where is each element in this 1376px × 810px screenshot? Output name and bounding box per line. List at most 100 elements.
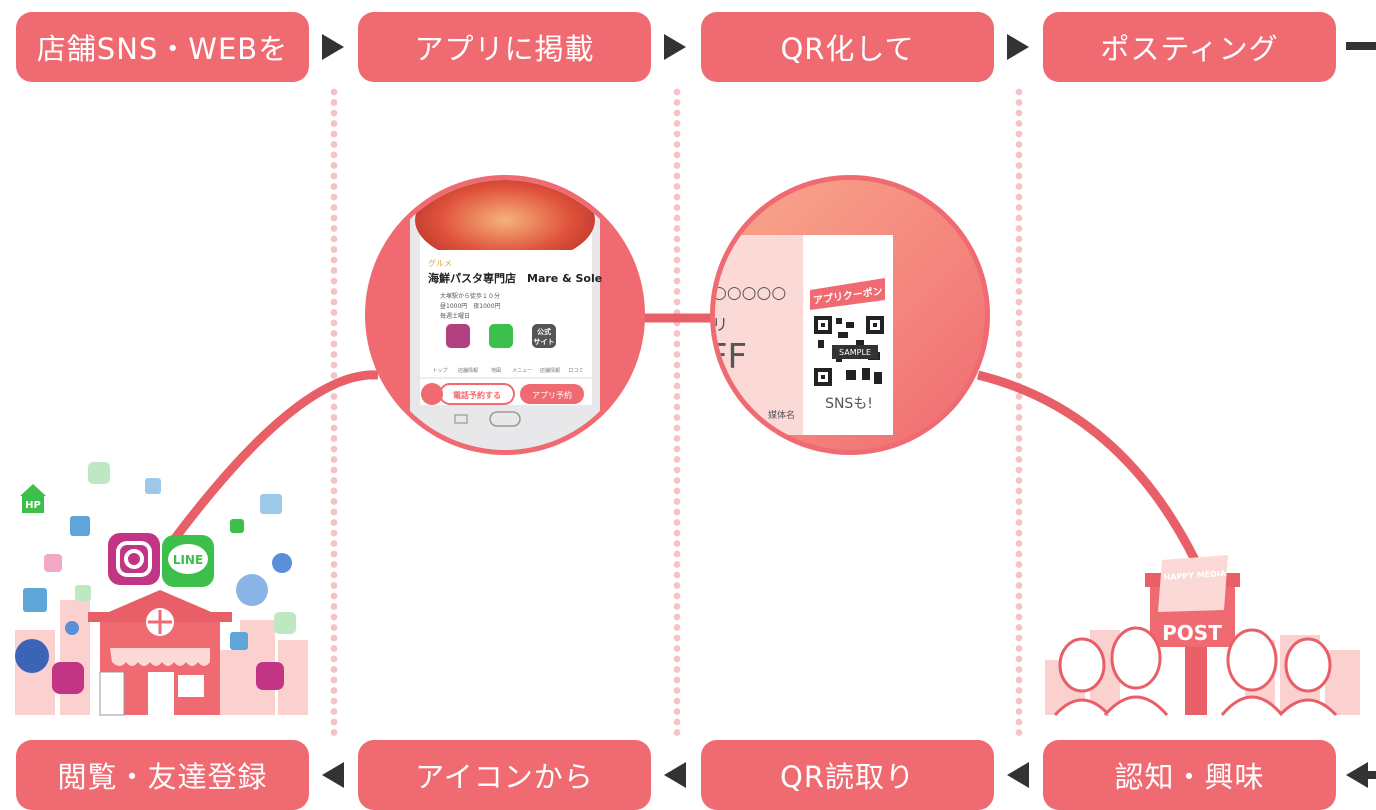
separator-dot xyxy=(1015,372,1023,379)
separator-dot xyxy=(1015,162,1023,169)
separator-dot xyxy=(673,267,681,274)
separator-dot xyxy=(330,330,338,337)
separator-dot xyxy=(330,309,338,316)
official-site-label: サイト xyxy=(534,338,555,346)
separator-dot xyxy=(330,729,338,736)
flyer-media-name: 媒体名 xyxy=(768,409,795,421)
flyer-side-char: リ xyxy=(712,315,728,334)
separator-dot xyxy=(330,246,338,253)
app-shop-name: 海鮮パスタ専門店 Mare & Sole xyxy=(428,271,602,285)
separator-dot xyxy=(673,141,681,148)
separator-dot xyxy=(1015,634,1023,642)
separator-dot xyxy=(1015,550,1023,558)
separator-dot xyxy=(330,256,338,264)
top-step-2: アプリに掲載 xyxy=(358,12,651,82)
separator-dot xyxy=(330,120,338,127)
app-tab: 地図 xyxy=(491,367,501,374)
separator-dot xyxy=(330,204,338,211)
separator-dot xyxy=(330,466,338,474)
separator-dot xyxy=(330,235,338,243)
separator-dot xyxy=(673,351,681,358)
separator-dot xyxy=(1015,729,1023,736)
separator-dot xyxy=(1015,571,1023,579)
separator-dot xyxy=(330,676,338,684)
separator-dot xyxy=(1015,445,1023,453)
app-tab: 口コミ xyxy=(568,368,583,374)
bottom-step-2: アイコンから xyxy=(358,740,651,810)
separator-dot xyxy=(330,298,338,306)
separator-dot xyxy=(1015,666,1023,673)
separator-dot xyxy=(1015,193,1023,201)
separator-dot xyxy=(330,225,338,232)
separator-dot xyxy=(1015,687,1023,694)
separator-dot xyxy=(673,88,681,96)
bottom-step-1: 閲覧・友達登録 xyxy=(16,740,309,810)
arrow-left-icon xyxy=(1007,762,1029,788)
separator-dot xyxy=(330,183,338,190)
step-label: 店舗SNS・WEBを xyxy=(36,32,289,66)
separator-dot xyxy=(1015,718,1023,726)
separator-dot xyxy=(673,361,681,369)
separator-dot xyxy=(1015,351,1023,358)
separator-dot xyxy=(673,603,681,610)
separator-dot xyxy=(1015,309,1023,316)
separator-dot xyxy=(673,592,681,600)
separator-dot xyxy=(1015,361,1023,369)
separator-dot xyxy=(673,519,681,526)
separator-dot xyxy=(1015,676,1023,684)
app-tab: 店舗情報 xyxy=(458,367,478,374)
separator-dot xyxy=(330,519,338,526)
separator-dot xyxy=(330,487,338,495)
separator-dot xyxy=(1015,519,1023,526)
separator-dot xyxy=(673,120,681,127)
arrow-left-icon xyxy=(322,762,344,788)
separator-dot xyxy=(673,645,681,652)
separator-dot xyxy=(673,372,681,379)
separator-dot xyxy=(330,435,338,442)
separator-dot xyxy=(673,151,681,159)
separator-dot xyxy=(673,204,681,211)
continue-line-icon xyxy=(1362,771,1376,779)
separator-dot xyxy=(1015,466,1023,474)
separator-dot xyxy=(1015,592,1023,600)
separator-dot xyxy=(330,151,338,159)
separator-dot xyxy=(330,424,338,432)
top-step-4: ポスティング xyxy=(1043,12,1336,82)
separator-dot xyxy=(1015,151,1023,159)
separator-dot xyxy=(330,666,338,673)
app-reserve-button[interactable]: アプリ予約 xyxy=(532,390,572,400)
separator-dot xyxy=(673,634,681,642)
app-info-line: 毎週土曜日 xyxy=(440,312,470,320)
separator-dot xyxy=(673,172,681,180)
hp-icon-text: HP xyxy=(25,500,41,511)
separator-dot xyxy=(330,540,338,547)
arrow-left-icon xyxy=(664,762,686,788)
post-people-illustration xyxy=(1045,555,1360,717)
separator-dot xyxy=(673,456,681,463)
separator-dot xyxy=(1015,225,1023,232)
arrow-right-icon xyxy=(322,34,344,60)
separator-dot xyxy=(673,729,681,736)
separator-dot xyxy=(1015,256,1023,264)
separator-dot xyxy=(673,466,681,474)
separator-dot xyxy=(1015,540,1023,547)
separator-dot xyxy=(673,424,681,432)
separator-dot xyxy=(673,382,681,390)
separator-dot xyxy=(330,162,338,169)
separator-dot xyxy=(1015,697,1023,705)
separator-dot xyxy=(673,477,681,484)
separator-dot xyxy=(673,99,681,106)
call-reserve-button[interactable]: 電話予約する xyxy=(453,390,501,400)
separator-dot xyxy=(673,235,681,243)
separator-dot xyxy=(1015,183,1023,190)
post-label: POST xyxy=(1162,621,1222,645)
separator-dot xyxy=(673,624,681,631)
step-label: アイコンから xyxy=(415,760,594,794)
separator-dot xyxy=(673,582,681,589)
separator-dot xyxy=(673,403,681,411)
separator-dot xyxy=(330,214,338,222)
app-info-line: 大塚駅から徒歩１０分 xyxy=(440,292,500,300)
store-illustration: LINE HP xyxy=(15,462,308,716)
separator-dot xyxy=(330,477,338,484)
separator-dot xyxy=(330,445,338,453)
